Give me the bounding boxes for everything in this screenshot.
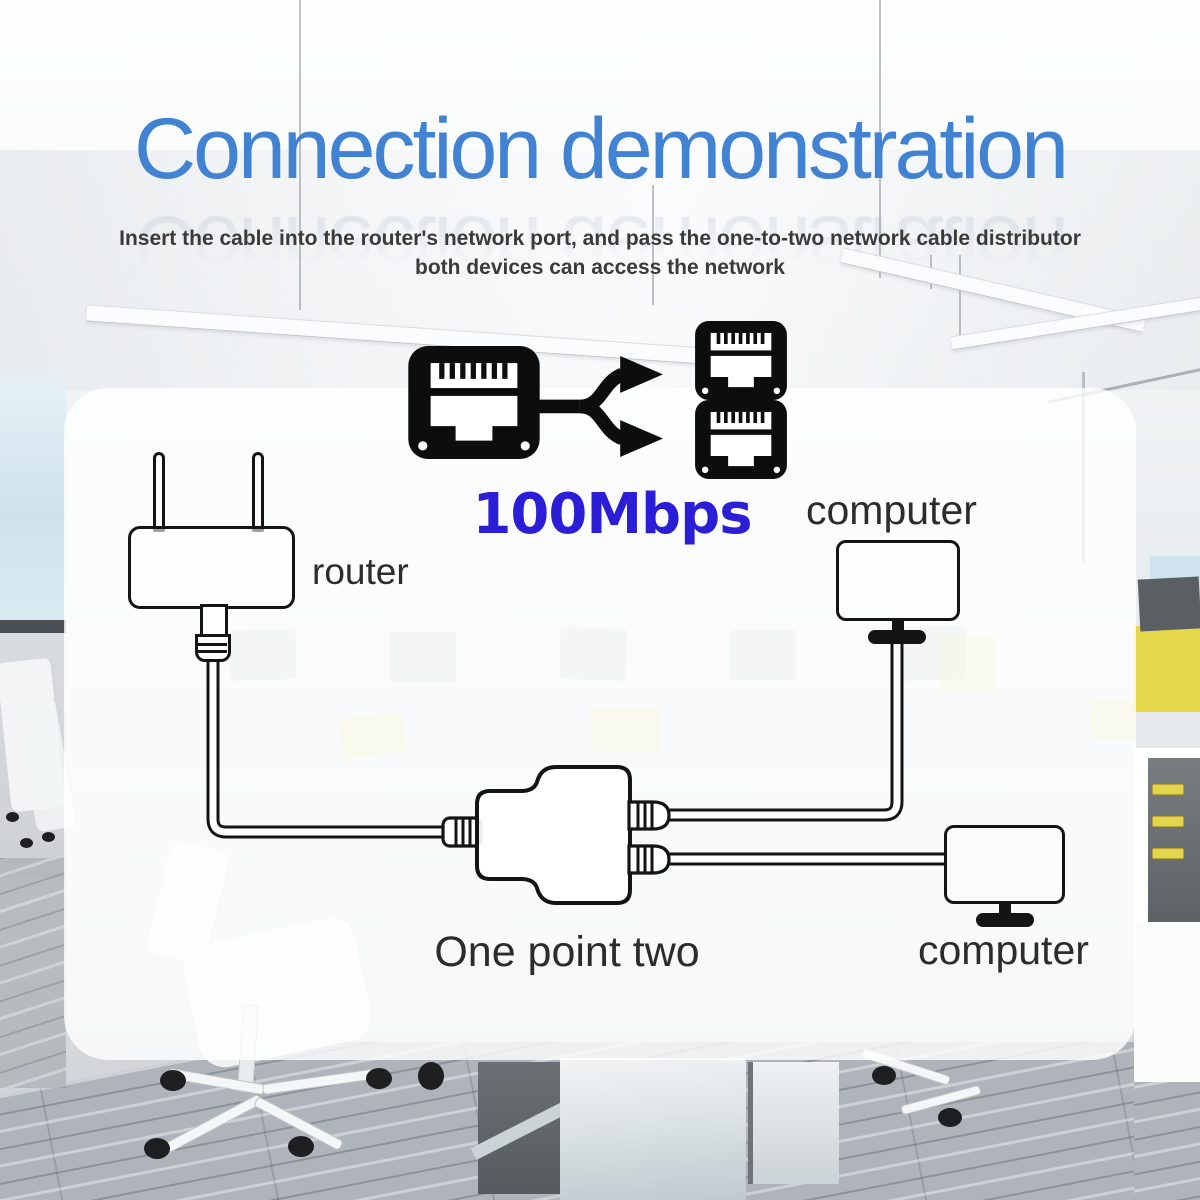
chair-wheel	[160, 1070, 186, 1091]
monitor-base	[868, 630, 926, 644]
router-label: router	[312, 551, 409, 592]
monitor-base	[976, 913, 1034, 927]
subtitle-line-2: both devices can access the network	[415, 256, 785, 279]
chair-wheel	[418, 1062, 444, 1090]
chair-wheel	[20, 838, 33, 848]
computer-bottom-label: computer	[918, 927, 1089, 973]
split-arrow-icon	[525, 340, 695, 472]
pedestal-small	[748, 1062, 839, 1184]
chair-wheel	[42, 832, 55, 842]
drawer-handle	[1152, 848, 1184, 859]
pedestal-front	[560, 1058, 746, 1200]
chair-wheel	[366, 1068, 392, 1089]
monitor-top	[836, 540, 960, 621]
window-glass	[0, 376, 66, 628]
rj45-port-icon	[695, 321, 787, 400]
monitor-bottom	[944, 825, 1065, 904]
pendant-cable	[959, 255, 961, 349]
drawer-handle	[1152, 816, 1184, 827]
pendant-cable	[879, 0, 881, 278]
chair-wheel	[144, 1138, 170, 1159]
chair-wheel	[288, 1136, 314, 1157]
window-frame	[0, 620, 66, 633]
splitter-plug-out-1	[627, 800, 671, 831]
router-antenna	[153, 452, 165, 532]
drawer-handle	[1152, 784, 1184, 795]
router-device	[128, 526, 295, 609]
pendant-cable	[299, 0, 301, 310]
rj45-port-icon	[695, 400, 787, 479]
splitter-plug-out-2	[627, 844, 671, 875]
white-overlay-panel	[64, 388, 1136, 1060]
pendant-cable	[652, 185, 654, 305]
router-cable-boot	[195, 634, 231, 662]
page-title: Connection demonstration	[134, 101, 1069, 197]
chair-wheel	[872, 1066, 896, 1085]
splitter-label: One point two	[434, 928, 700, 976]
cabinet-base	[1134, 922, 1200, 1082]
chair-wheel	[938, 1108, 962, 1127]
chair-wheel	[6, 812, 19, 822]
speed-label: 100Mbps	[472, 482, 752, 547]
splitter-body	[475, 765, 632, 905]
router-antenna	[252, 452, 264, 532]
desk-divider	[1134, 626, 1200, 712]
computer-top-label: computer	[806, 487, 977, 533]
subtitle-line-1: Insert the cable into the router's netwo…	[119, 227, 1081, 250]
rj45-port-icon	[408, 346, 540, 459]
